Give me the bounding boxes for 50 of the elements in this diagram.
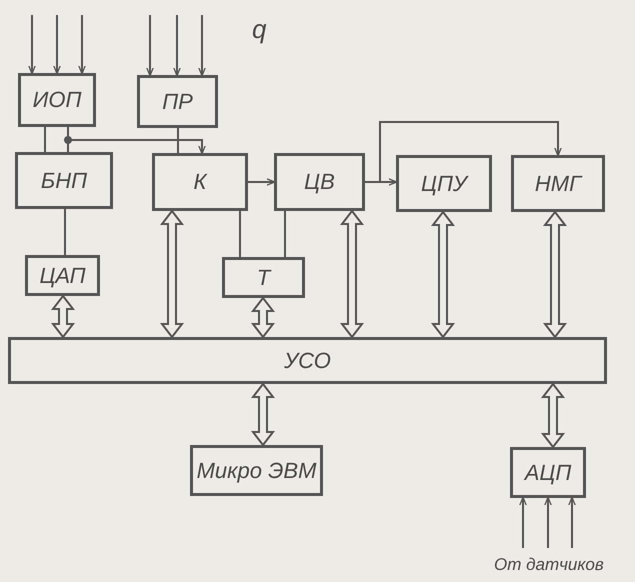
block-label: ЦАП (39, 262, 86, 290)
arrow (519, 496, 527, 548)
arrow (28, 15, 36, 74)
connector-line (64, 209, 66, 255)
block-box (510, 447, 586, 498)
arrow (365, 121, 562, 183)
block-label: ЦВ (304, 168, 335, 196)
block-box (137, 75, 218, 128)
hollow-double-arrow (340, 209, 364, 339)
hollow-double-arrow (430, 210, 456, 339)
block-box (15, 152, 113, 209)
hollow-double-arrow (160, 209, 184, 339)
block-label: ИОП (32, 86, 82, 114)
connector-line (284, 211, 286, 257)
hollow-double-arrow (540, 382, 566, 449)
connector-line (44, 127, 46, 152)
block-label: ЦПУ (421, 170, 467, 198)
block-box (222, 257, 305, 298)
block-box (8, 337, 607, 384)
connector-line (177, 128, 179, 153)
arrow (173, 15, 181, 76)
block-box (511, 155, 605, 212)
arrow (198, 15, 206, 76)
block-box (25, 255, 100, 296)
arrow (568, 496, 576, 548)
connector-line (239, 211, 241, 257)
arrow (248, 178, 276, 186)
signal-label: q (252, 13, 266, 46)
block-box (152, 153, 248, 211)
block-box (18, 73, 96, 127)
block-label: ПР (162, 88, 193, 116)
hollow-double-arrow (542, 210, 568, 339)
block-box (274, 153, 365, 211)
arrow (544, 496, 552, 548)
block-label: БНП (40, 166, 88, 194)
block-label: НМГ (534, 170, 582, 198)
block-label: АЦП (524, 458, 572, 486)
hollow-double-arrow (50, 294, 76, 339)
block-label: Микро ЭВМ (196, 456, 316, 484)
block-label: К (194, 168, 206, 196)
hollow-double-arrow (250, 296, 276, 339)
arrow (146, 15, 154, 76)
arrow (78, 15, 86, 74)
arrow (53, 15, 61, 74)
block-box (190, 445, 323, 496)
block-box (396, 155, 492, 212)
hollow-double-arrow (250, 382, 276, 447)
block-label: УСО (284, 346, 331, 374)
block-label: Т (256, 264, 270, 292)
signal-label: От датчиков (494, 554, 604, 576)
